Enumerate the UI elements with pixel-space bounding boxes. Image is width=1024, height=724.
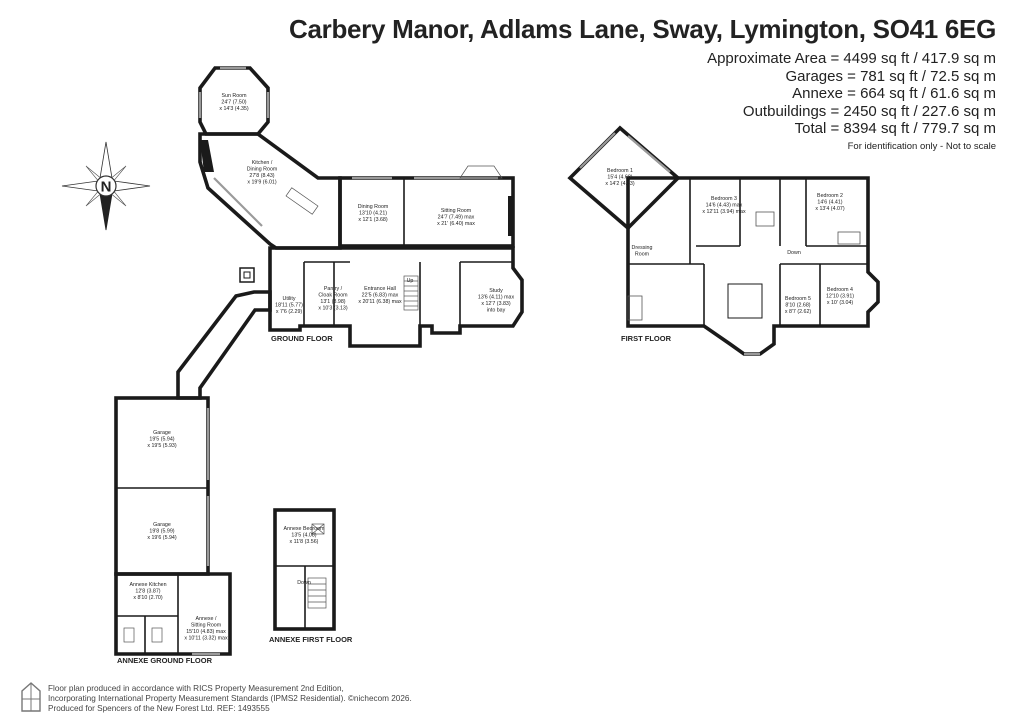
garages-annexe-plan	[114, 396, 232, 656]
annexe-first-floor-label: ANNEXE FIRST FLOOR	[269, 635, 353, 644]
area-total: Total = 8394 sq ft / 779.7 sq m	[794, 120, 996, 138]
annexe-stairs-down-label: Down	[297, 580, 311, 586]
first-floor-label: FIRST FLOOR	[621, 334, 672, 343]
area-approximate: Approximate Area = 4499 sq ft / 417.9 sq…	[707, 50, 996, 67]
identification-note: For identification only - Not to scale	[847, 141, 996, 152]
ground-floor-plan	[176, 66, 524, 400]
annexe-ground-floor-label: ANNEXE GROUND FLOOR	[117, 656, 213, 665]
first-floor-plan	[567, 125, 880, 356]
compass-icon: N	[61, 141, 151, 231]
stairs-down-label: Down	[787, 250, 801, 256]
footer-line: Produced for Spencers of the New Forest …	[48, 704, 270, 714]
footer-line: Floor plan produced in accordance with R…	[48, 684, 344, 693]
area-outbuildings: Outbuildings = 2450 sq ft / 227.6 sq m	[742, 102, 996, 120]
stairs-up-label: Up	[407, 278, 414, 284]
area-annexe: Annexe = 664 sq ft / 61.6 sq m	[792, 85, 996, 103]
annexe-first-floor-plan	[273, 508, 336, 631]
ground-stairs	[403, 275, 419, 311]
ground-floor-label: GROUND FLOOR	[271, 334, 333, 343]
compass-label: N	[101, 179, 112, 196]
area-summary: Approximate Area = 4499 sq ft / 417.9 sq…	[707, 50, 996, 138]
footer-line: Incorporating International Property Mea…	[48, 694, 412, 704]
area-garages: Garages = 781 sq ft / 72.5 sq m	[785, 67, 996, 85]
footer-disclaimer: Floor plan produced in accordance with R…	[48, 684, 412, 715]
house-logo-icon	[21, 682, 41, 712]
page-title: Carbery Manor, Adlams Lane, Sway, Lyming…	[288, 14, 996, 44]
